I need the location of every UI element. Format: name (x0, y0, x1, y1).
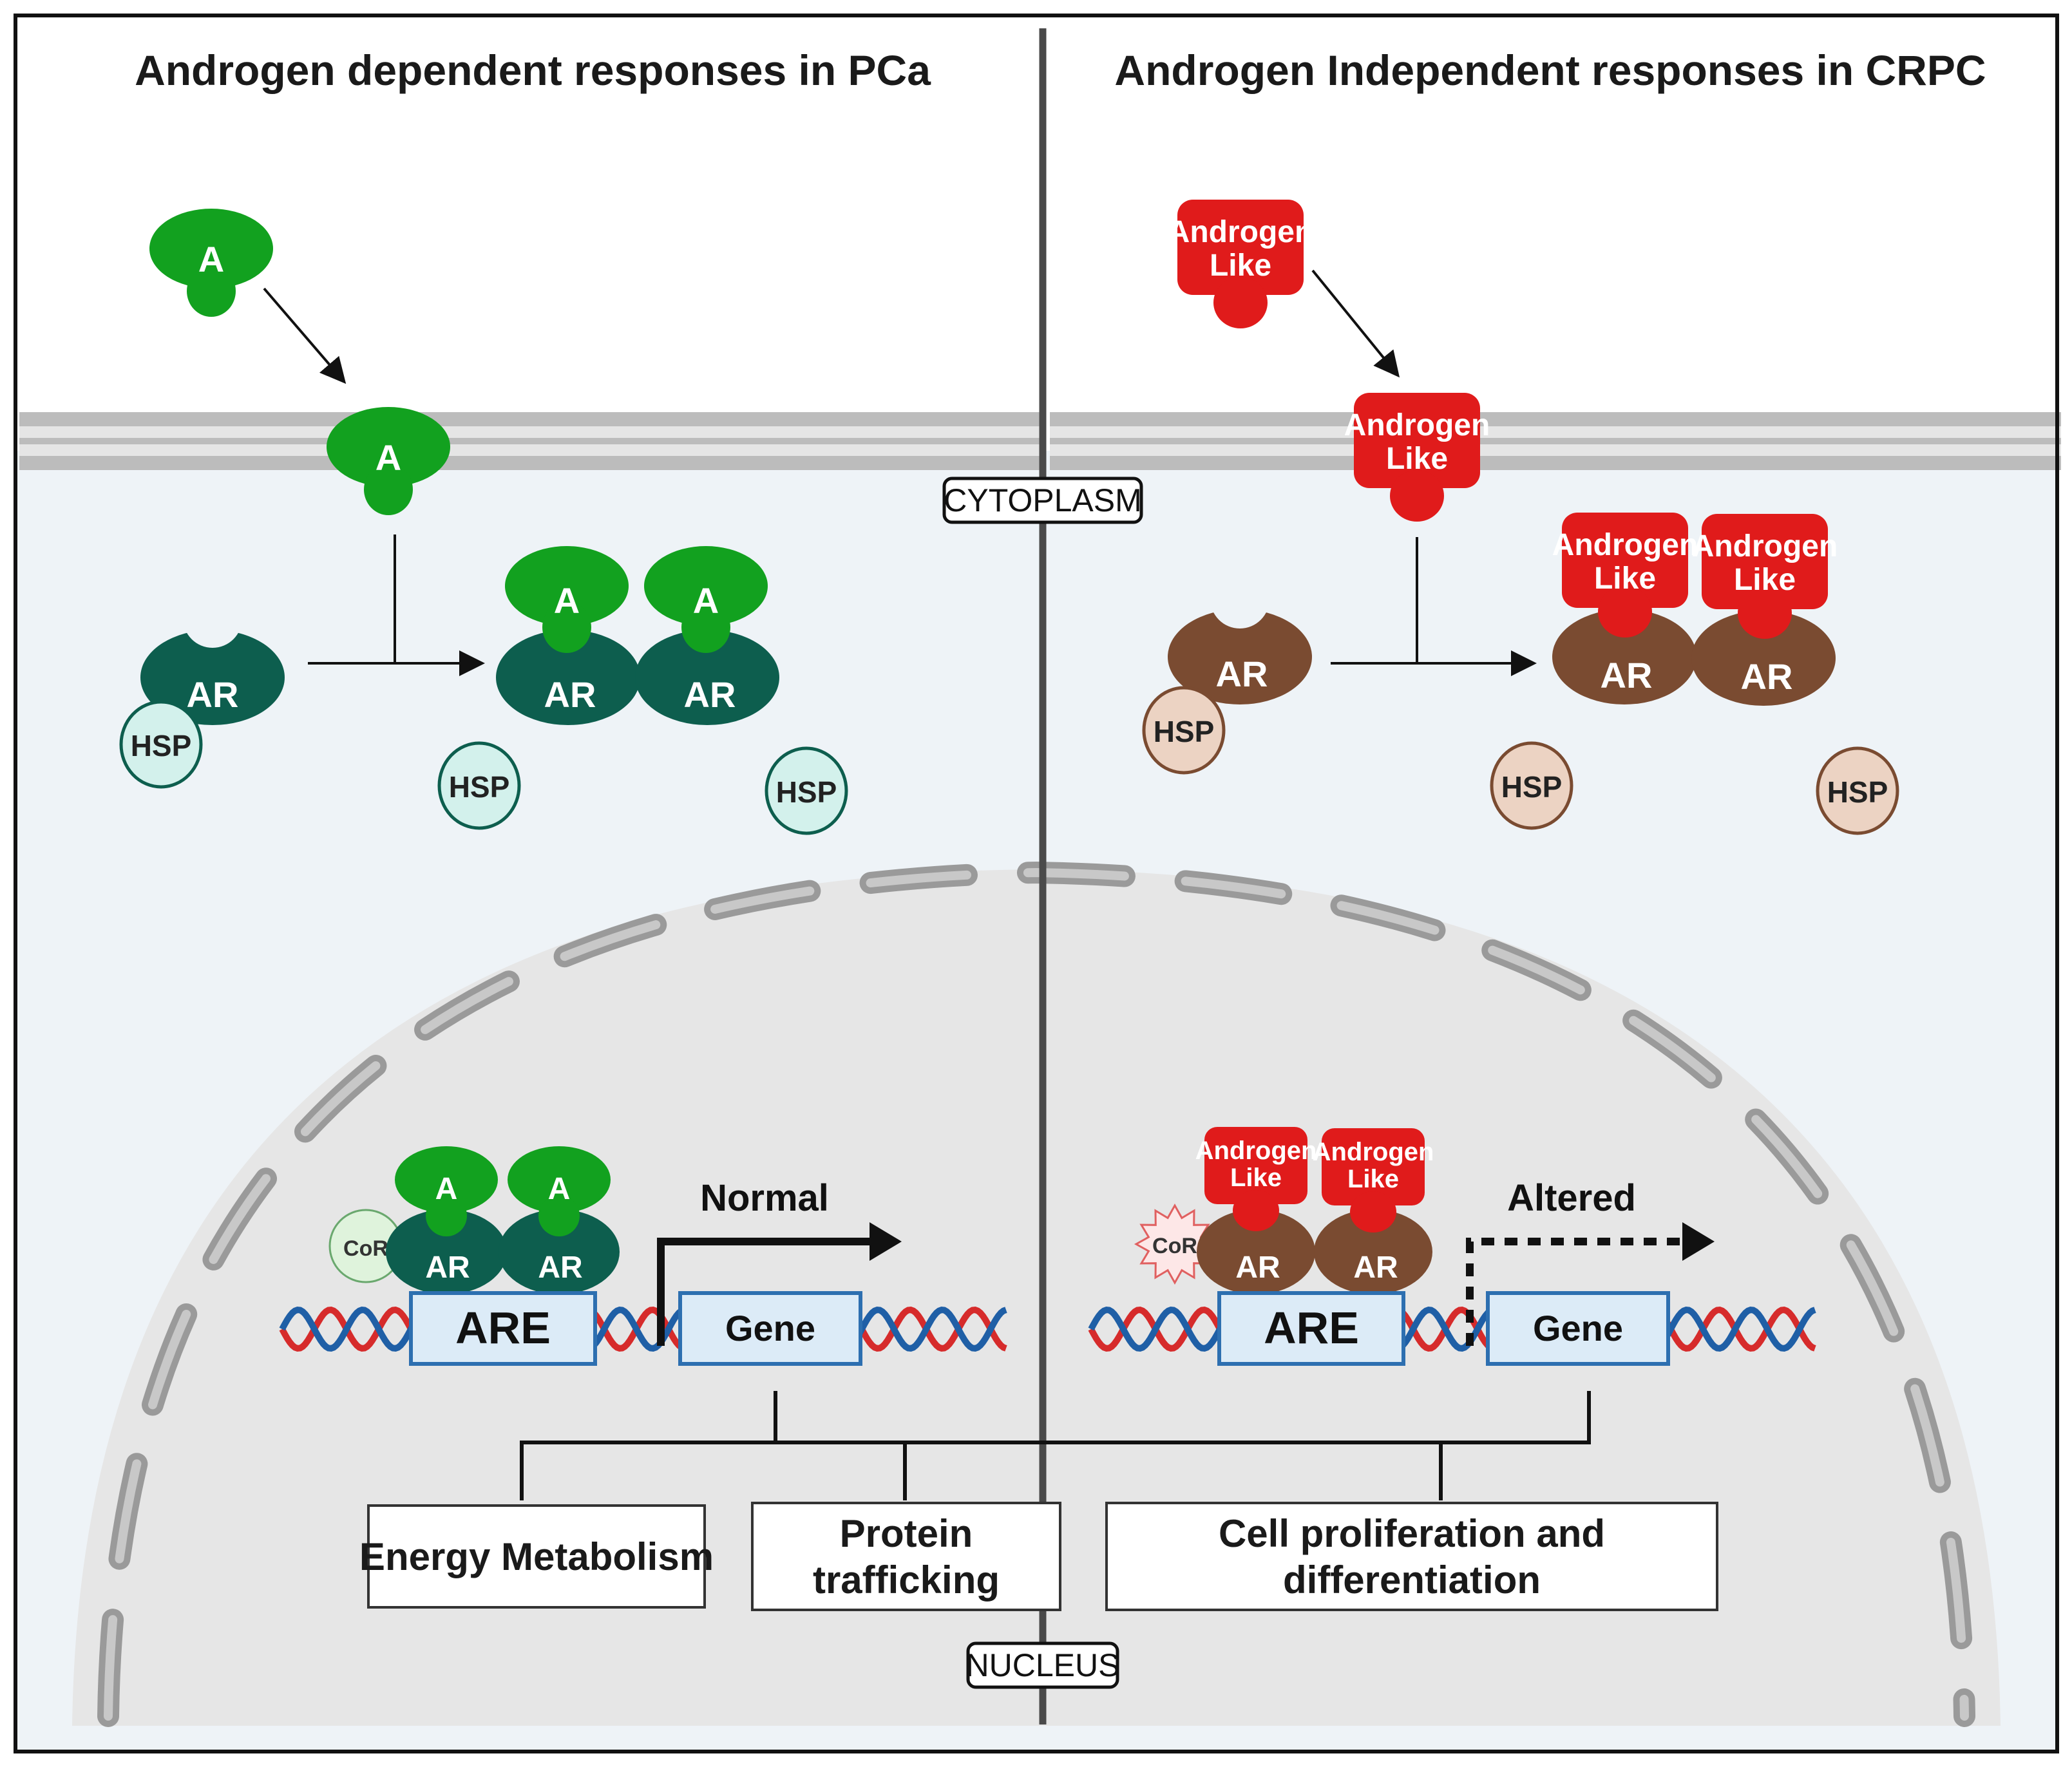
ar-hsp-complex-right: AR HSP (1142, 569, 1312, 775)
outcome-connectors (520, 1391, 1591, 1500)
hsp-label: HSP (1154, 715, 1215, 748)
altered-transcription-arrow (1466, 1238, 1681, 1346)
cor-star (1134, 1203, 1216, 1285)
cell-proliferation-line1: Cell proliferation and (1219, 1512, 1605, 1555)
androgen-like-label: Androgen (1692, 529, 1838, 563)
nucleus-tag (966, 1641, 1119, 1689)
normal-label: Normal (700, 1177, 829, 1219)
androgen-like-label: Androgen (1552, 528, 1698, 562)
gene-label: Gene (1533, 1308, 1623, 1348)
energy-metabolism-label: Energy Metabolism (359, 1535, 714, 1578)
normal-transcription-arrow (657, 1238, 871, 1346)
androgen-in-membrane: A (327, 407, 450, 515)
protein-trafficking-line2: trafficking (813, 1558, 1000, 1602)
cell-membrane-right (1050, 412, 2061, 470)
androgen-like-label: Like (1230, 1164, 1282, 1192)
cor-label: CoR (343, 1236, 388, 1261)
gene-box-right (1486, 1291, 1670, 1366)
nucleus-label: NUCLEUS (966, 1647, 1120, 1683)
androgen-label: A (548, 1172, 571, 1206)
dna-backbone (1088, 1307, 1816, 1352)
cell-proliferation-line2: differentiation (1283, 1558, 1541, 1602)
hsp-label: HSP (776, 775, 837, 809)
hsp-label: HSP (1827, 775, 1888, 809)
androgen-like-label: Androgen (1313, 1138, 1434, 1166)
ar-label: AR (538, 1251, 582, 1285)
androgen-label: A (693, 580, 719, 621)
figure-frame (14, 14, 2059, 1753)
are-box-left (409, 1291, 597, 1366)
cytoplasm-tag (942, 477, 1143, 524)
androgen-label: A (554, 580, 580, 621)
gene-label: Gene (725, 1308, 815, 1348)
cell-proliferation-box (1105, 1502, 1718, 1611)
are-label: ARE (455, 1303, 551, 1353)
ar-label: AR (1353, 1251, 1398, 1285)
hsp-label: HSP (449, 770, 510, 804)
dna-backbone (279, 1307, 1007, 1352)
androgen-like-label: Like (1210, 249, 1271, 283)
gene-box-left (678, 1291, 862, 1366)
hsp-label: HSP (1501, 770, 1563, 804)
promoter-complex-right: CoR Androgen Like Androgen Like AR AR (1134, 1127, 1434, 1294)
ar-dimer-left: A A AR AR (496, 546, 779, 725)
are-label: ARE (1264, 1303, 1359, 1353)
ar-label: AR (1601, 655, 1653, 695)
right-panel-title: Androgen Independent responses in CRPC (1114, 46, 1986, 94)
cor-label: CoR (1152, 1234, 1197, 1258)
dna-backbone (1088, 1307, 1816, 1352)
left-panel-title: Androgen dependent responses in PCa (135, 46, 931, 94)
androgen-like-label: Androgen (1195, 1137, 1317, 1165)
androgen-like-label: Androgen (1344, 408, 1490, 442)
entry-arrow-left (263, 287, 347, 384)
ar-label: AR (684, 674, 736, 715)
cell-membrane-left (19, 412, 1043, 470)
androgen-like-label: Like (1386, 442, 1448, 476)
free-hsp-left: HSP HSP (437, 741, 848, 835)
androgen-like-label: Like (1734, 563, 1796, 597)
ar-label: AR (1235, 1251, 1280, 1285)
membrane-stripe (19, 444, 1043, 456)
hsp-label: HSP (131, 729, 192, 762)
androgen-label: A (198, 239, 224, 279)
protein-trafficking-line1: Protein (840, 1512, 973, 1555)
androgen-like-label: Like (1594, 562, 1656, 596)
membrane-stripe (19, 426, 1043, 438)
membrane-stripe (1050, 444, 2061, 456)
protein-trafficking-box (751, 1502, 1061, 1611)
ar-label: AR (544, 674, 596, 715)
entry-arrow-right (1311, 269, 1400, 378)
ar-hsp-complex-left: AR HSP (119, 589, 285, 789)
androgen-extracellular: A (149, 209, 273, 317)
altered-arrowhead (1682, 1222, 1715, 1261)
normal-arrowhead (870, 1222, 902, 1261)
ar-label: AR (1216, 654, 1268, 694)
androgen-like-label: Androgen (1168, 215, 1314, 249)
nuclear-envelope-inner (104, 867, 1969, 1721)
altered-label: Altered (1507, 1177, 1636, 1219)
ar-dimer-right: Androgen Like Androgen Like AR AR (1552, 513, 1838, 706)
androgen-like-label: Like (1347, 1165, 1399, 1193)
androgen-label: A (375, 437, 401, 478)
androgen-like-extracellular: Androgen Like (1168, 200, 1314, 328)
free-hsp-right: HSP HSP (1490, 741, 1899, 835)
are-box-right (1217, 1291, 1405, 1366)
dna-backbone (279, 1307, 1007, 1352)
ar-label: AR (1741, 656, 1793, 697)
androgen-label: A (435, 1172, 458, 1206)
dna-strand-left (279, 1307, 1007, 1352)
energy-metabolism-box (367, 1504, 706, 1609)
ar-label: AR (425, 1251, 470, 1285)
androgen-like-in-membrane: Androgen Like (1344, 393, 1490, 522)
promoter-complex-left: CoR A A AR AR (328, 1146, 620, 1294)
membrane-stripe (1050, 426, 2061, 438)
ar-label: AR (187, 674, 239, 715)
dna-strand-right (1088, 1307, 1816, 1352)
cytoplasm-label: CYTOPLASM (944, 482, 1142, 518)
